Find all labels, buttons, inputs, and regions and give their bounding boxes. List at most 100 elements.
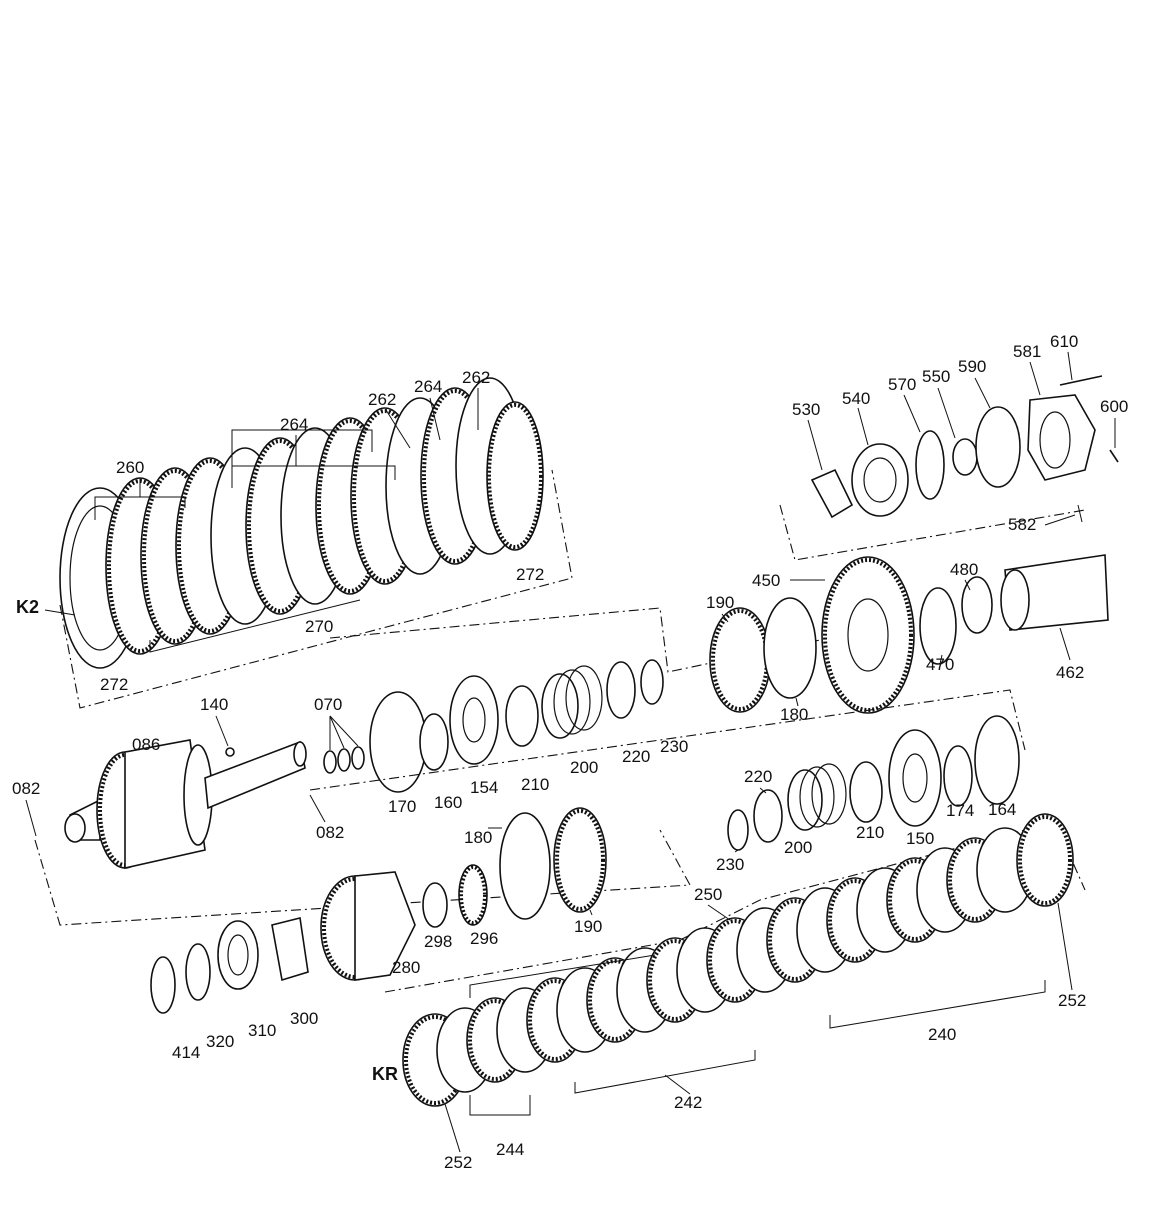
callout-160: 160	[434, 793, 462, 812]
leader-lines	[25, 351, 1116, 1153]
callout-070: 070	[314, 695, 342, 714]
callout-260: 260	[116, 458, 144, 477]
bearing-310	[217, 920, 259, 990]
bearing-480	[961, 576, 993, 634]
callout-230a: 230	[660, 737, 688, 756]
callout-210a: 210	[521, 775, 549, 794]
ring-320	[185, 943, 211, 1001]
callout-470: 470	[926, 655, 954, 674]
k2-clutch-pack	[44, 377, 573, 709]
callout-298: 298	[424, 932, 452, 951]
callout-086: 086	[132, 735, 160, 754]
callout-262a: 262	[368, 390, 396, 409]
k2-disc-stack	[59, 377, 544, 669]
callout-264a: 264	[280, 415, 308, 434]
ring-220-upper	[606, 661, 636, 719]
callout-242: 242	[674, 1093, 702, 1112]
callout-252b: 252	[1058, 991, 1086, 1010]
bolt-600	[1109, 449, 1119, 463]
bolt-610	[1059, 375, 1103, 386]
callout-190a: 190	[706, 593, 734, 612]
k2-piston-group	[323, 659, 664, 793]
callout-250: 250	[694, 885, 722, 904]
ring-230-upper	[640, 659, 664, 705]
callout-272b: 272	[100, 675, 128, 694]
callout-320: 320	[206, 1032, 234, 1051]
callout-210b: 210	[856, 823, 884, 842]
callout-240: 240	[928, 1025, 956, 1044]
group-label-kr: KR	[372, 1064, 398, 1084]
flange-group-boundary	[779, 504, 1086, 561]
ring-470	[919, 587, 957, 665]
callout-570: 570	[888, 375, 916, 394]
callout-450: 450	[752, 571, 780, 590]
callout-200a: 200	[570, 758, 598, 777]
callout-414: 414	[172, 1043, 200, 1062]
ring-160	[419, 713, 449, 771]
callout-270: 270	[305, 617, 333, 636]
callout-262b: 262	[462, 368, 490, 387]
piston-150	[888, 729, 942, 827]
plug-140	[225, 747, 235, 757]
callout-220a: 220	[622, 747, 650, 766]
callout-180a: 180	[780, 705, 808, 724]
piston-group-lower	[727, 715, 1020, 851]
oring-590	[975, 406, 1021, 488]
ring-164	[974, 715, 1020, 805]
callout-170: 170	[388, 797, 416, 816]
callout-244: 244	[496, 1140, 524, 1159]
ring-414	[150, 956, 176, 1014]
callout-140: 140	[200, 695, 228, 714]
callout-296: 296	[470, 929, 498, 948]
spring-200-lower	[787, 769, 823, 831]
disc-190-lower	[553, 807, 607, 913]
callout-610: 610	[1050, 332, 1078, 351]
piston-154	[449, 675, 499, 765]
callout-272a: 272	[516, 565, 544, 584]
callout-550: 550	[922, 367, 950, 386]
callout-174: 174	[946, 801, 974, 820]
callout-154: 154	[470, 778, 498, 797]
callout-300: 300	[290, 1009, 318, 1028]
callout-labels: K2 KR 260 264 262 264 262 272 270 272 53…	[12, 332, 1128, 1172]
callout-230b: 230	[716, 855, 744, 874]
callout-310: 310	[248, 1021, 276, 1040]
callout-480: 480	[950, 560, 978, 579]
ring-220-lower	[753, 789, 783, 843]
ring-210-lower	[849, 761, 883, 823]
callout-252a: 252	[444, 1153, 472, 1172]
group-label-k2: K2	[16, 597, 39, 617]
callout-462: 462	[1056, 663, 1084, 682]
spring-200-upper	[541, 673, 579, 739]
gear-450	[821, 556, 915, 714]
callout-530: 530	[792, 400, 820, 419]
gear-train-upper	[329, 554, 1109, 714]
kr-clutch-pack	[384, 813, 1086, 1116]
k2-pack-boundary	[59, 469, 573, 709]
callout-200b: 200	[784, 838, 812, 857]
callout-082b: 082	[316, 823, 344, 842]
ring-180-upper	[763, 597, 817, 699]
callout-150: 150	[906, 829, 934, 848]
callout-600: 600	[1100, 397, 1128, 416]
output-flange-group	[779, 375, 1119, 561]
callout-220b: 220	[744, 767, 772, 786]
ring-210-upper	[505, 685, 539, 747]
output-flange-581	[1027, 394, 1096, 481]
callout-164: 164	[988, 800, 1016, 819]
nut-550	[952, 438, 978, 476]
bearing-300	[271, 917, 309, 982]
ring-570	[915, 430, 945, 500]
disc-190-upper	[709, 607, 771, 713]
disc-252-rear	[1016, 813, 1074, 907]
callout-180b: 180	[464, 828, 492, 847]
ring-174	[943, 745, 973, 807]
callout-582: 582	[1008, 515, 1036, 534]
ring-180-lower	[499, 812, 551, 920]
callout-280: 280	[392, 958, 420, 977]
gear-train-lower	[150, 807, 607, 1014]
callout-082a: 082	[12, 779, 40, 798]
taper-bearing-530	[810, 468, 854, 519]
